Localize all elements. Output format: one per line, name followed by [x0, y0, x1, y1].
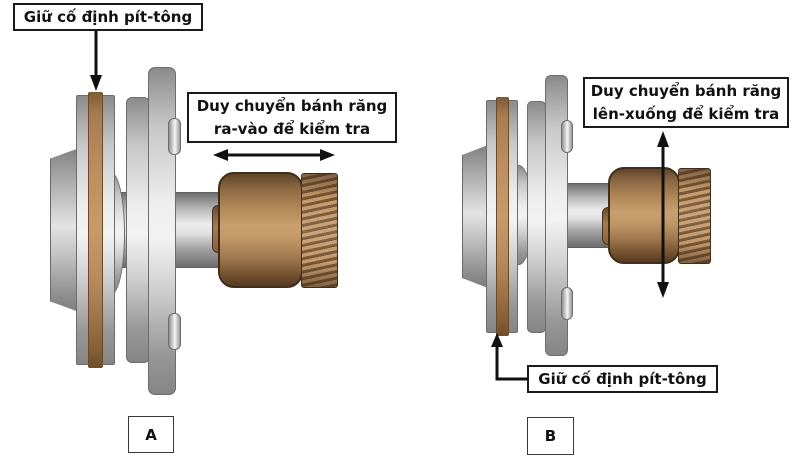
boss-bottom-a — [168, 313, 181, 350]
figure-label-b: B — [527, 417, 574, 455]
callout-text: Giữ cố định pít-tông — [23, 8, 193, 26]
clutch-drum-b — [462, 145, 488, 288]
figure-label-a: A — [128, 416, 174, 453]
elbow-up-arrow-icon — [491, 333, 527, 381]
callout-text-line2: ra-vào để kiểm tra — [213, 119, 371, 138]
up-down-double-arrow-icon — [657, 131, 669, 298]
callout-text: Giữ cố định pít-tông — [538, 370, 707, 388]
gear-spline-a — [301, 173, 338, 288]
gear-body-a — [218, 172, 303, 288]
boss-bottom-b — [561, 287, 573, 320]
spline-shading — [679, 169, 710, 263]
piston-strip-a — [88, 92, 103, 368]
boss-top-a — [168, 118, 181, 155]
callout-move-gear-inout: Duy chuyển bánh răng ra-vào để kiểm tra — [187, 92, 397, 143]
callout-move-gear-updown: Duy chuyển bánh răng lên-xuống để kiểm t… — [583, 77, 789, 128]
callout-text-line2: lên-xuống để kiểm tra — [592, 104, 780, 123]
callout-text-line1: Duy chuyển bánh răng — [590, 81, 782, 100]
callout-text-line1: Duy chuyển bánh răng — [196, 96, 388, 115]
callout-hold-piston-bottom: Giữ cố định pít-tông — [527, 365, 718, 393]
spline-shading — [302, 174, 337, 287]
figure-letter: B — [544, 427, 557, 445]
gear-spline-b — [678, 168, 711, 264]
piston-strip-b — [496, 97, 509, 336]
figure-letter: A — [145, 425, 157, 444]
left-right-double-arrow-icon — [213, 149, 335, 161]
down-arrow-icon — [90, 31, 102, 91]
boss-top-b — [561, 120, 573, 153]
callout-hold-piston-top: Giữ cố định pít-tông — [13, 3, 203, 31]
